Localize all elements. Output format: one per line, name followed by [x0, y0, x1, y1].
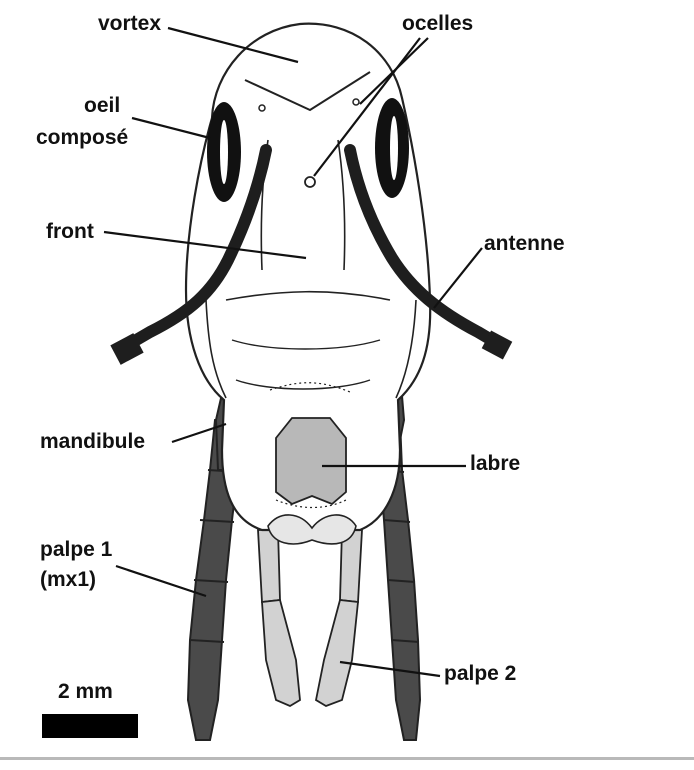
leader-antenne — [434, 248, 482, 308]
ocellus-left — [259, 105, 265, 111]
label-ocelles: ocelles — [402, 12, 473, 36]
label-labre: labre — [470, 452, 520, 476]
label-palpe1: palpe 1 — [40, 538, 112, 562]
scale-bar-label: 2 mm — [58, 680, 113, 704]
ocellus-right — [353, 99, 359, 105]
label-oeil: oeil — [84, 94, 120, 118]
leader-palpe1 — [116, 566, 206, 596]
labial-palp-right — [316, 530, 362, 706]
scale-bar — [42, 714, 138, 738]
eye-highlight-left — [220, 120, 228, 184]
label-antenne: antenne — [484, 232, 565, 256]
label-front: front — [46, 220, 94, 244]
ocellus-median — [305, 177, 315, 187]
label-vortex: vortex — [98, 12, 161, 36]
leader-oeil — [132, 118, 210, 138]
labrum — [276, 418, 346, 504]
leader-palpe2 — [340, 662, 440, 676]
frame-bottom-edge — [0, 757, 694, 760]
label-mx1: (mx1) — [40, 568, 96, 592]
label-mandibule: mandibule — [40, 430, 145, 454]
label-palpe2: palpe 2 — [444, 662, 516, 686]
eye-highlight-right — [390, 116, 398, 180]
labial-palp-left — [258, 530, 300, 706]
label-compose: composé — [36, 126, 128, 150]
